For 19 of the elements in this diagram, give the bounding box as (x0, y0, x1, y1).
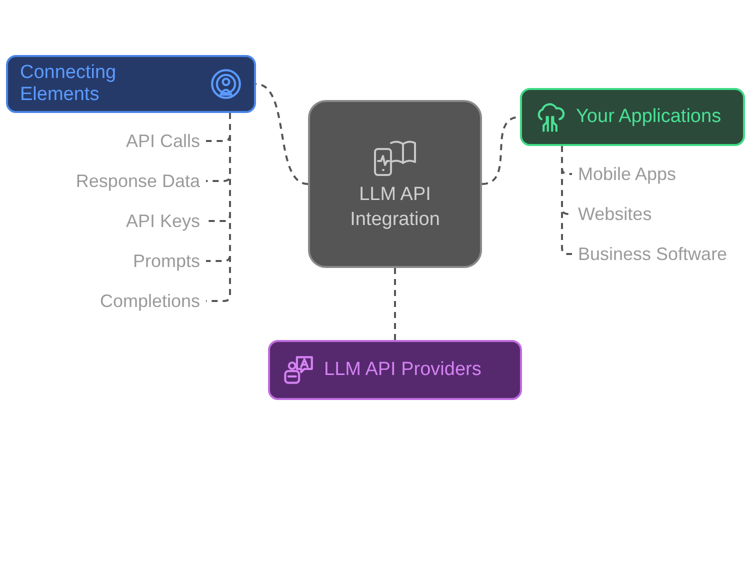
connector-line (394, 268, 396, 340)
branch-item: Websites (578, 201, 738, 227)
topic-box (6, 55, 256, 113)
connector-line (206, 113, 231, 302)
branch-item: Mobile Apps (578, 161, 738, 187)
branch-item: API Calls (40, 128, 200, 154)
branch-item: Response Data (40, 168, 200, 194)
branch-item: Business Software (578, 241, 743, 267)
branch-item: API Keys (40, 208, 200, 234)
topic-title: Connecting Elements (20, 62, 118, 106)
branch-item: Completions (40, 288, 200, 314)
central-box (308, 100, 482, 268)
branch-item: Prompts (40, 248, 200, 274)
central-title: LLM API Integration (349, 183, 441, 232)
topic-title: LLM API Providers (324, 359, 482, 381)
topic-box (520, 88, 745, 146)
connector-line (256, 83, 308, 185)
topic-box (268, 340, 522, 400)
topic-title: Your Applications (576, 106, 722, 128)
